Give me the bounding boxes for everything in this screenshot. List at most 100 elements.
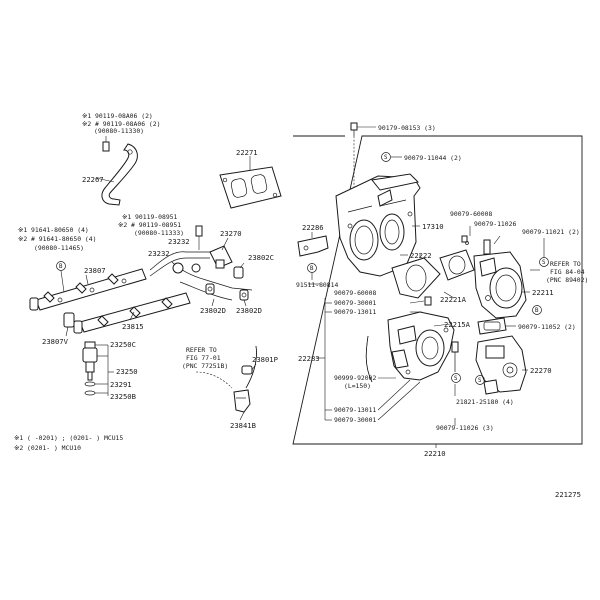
label-refer-to-77: REFER TO	[186, 346, 217, 354]
assembly-frame-22210	[292, 135, 583, 445]
label-90079-13011-lower: 90079-13011	[334, 406, 376, 414]
svg-text:B: B	[535, 308, 539, 314]
bubble-b-rail: B	[56, 261, 66, 293]
label-23250: 23250	[116, 367, 138, 376]
fuel-hose-23801p	[241, 345, 257, 389]
label-23807v: 23807V	[42, 337, 69, 346]
label-note-90080-11465: (90080-11465)	[34, 244, 84, 252]
idle-speed-control-22270	[475, 335, 528, 395]
label-90079-11044: 90079-11044 (2)	[404, 154, 462, 162]
clamp-23841b	[233, 389, 251, 421]
svg-text:S: S	[542, 260, 546, 266]
label-23801p: 23801P	[252, 355, 278, 364]
label-90079-11026-lower: 90079-11026 (3)	[436, 424, 494, 432]
label-90079-11026-top: 90079-11026	[474, 220, 516, 228]
label-23270: 23270	[220, 229, 242, 238]
svg-text:S: S	[384, 155, 388, 161]
label-22270: 22270	[530, 366, 552, 375]
label-fig-77-01: FIG 77-01	[186, 354, 221, 362]
bubble-s-lower: S	[451, 373, 461, 383]
fuel-line-bracket-22267	[95, 136, 138, 206]
label-fig-84-04: FIG 84-04	[550, 268, 585, 276]
label-21821-25180: 21821-25180 (4)	[456, 398, 514, 406]
bolt-90179-08153	[350, 122, 376, 195]
label-23232-lower: 23232	[148, 249, 170, 258]
label-90079-60008-mid: 90079-60008	[334, 289, 376, 297]
fuel-rail-23807	[29, 268, 147, 311]
label-90079-30001-upper: 90079-30001	[334, 299, 376, 307]
label-23232-upper: 23232	[168, 237, 190, 246]
svg-text:B: B	[310, 266, 314, 272]
label-90079-11052: 90079-11052 (2)	[518, 323, 576, 331]
svg-text:S: S	[454, 376, 458, 382]
svg-text:S: S	[478, 378, 482, 384]
throttle-body-lower	[387, 311, 455, 381]
label-refer-to-84: REFER TO	[550, 260, 581, 268]
intake-air-connector-17310	[335, 173, 421, 277]
label-90079-30001-lower: 90079-30001	[334, 416, 376, 424]
label-note-90119-08a06-alt: ※2 # 90119-08A06 (2)	[82, 120, 160, 128]
throttle-body-22211	[473, 239, 530, 319]
svg-text:B: B	[59, 264, 63, 270]
injector-23250	[82, 341, 114, 396]
label-note-90080-11333: (90080-11333)	[134, 229, 184, 237]
label-90999-92002: 90999-92002	[334, 374, 376, 382]
label-23807: 23807	[84, 266, 106, 275]
label-23802d-left: 23802D	[200, 306, 226, 315]
footnote-2: ※2 (0201- ) MCU10	[14, 444, 81, 452]
footnote-1: ※1 ( -0201) ; (0201- ) MCU15	[14, 434, 123, 442]
label-23802c: 23802C	[248, 253, 274, 262]
label-note-91641-80650-alt: ※2 # 91641-80650 (4)	[18, 235, 96, 243]
label-23250b: 23250B	[110, 392, 136, 401]
label-91511-80814: 91511-80814	[296, 281, 338, 289]
fuel-pipe-23232	[149, 225, 253, 301]
label-22211: 22211	[532, 288, 554, 297]
hose-90999-92002	[365, 335, 373, 383]
label-note-90119-08951: ※1 90119-08951	[122, 213, 178, 221]
label-22221a: 22221A	[440, 295, 467, 304]
label-23802d-right: 23802D	[236, 306, 262, 315]
label-90179-08153: 90179-08153 (3)	[378, 124, 436, 132]
label-l-150: (L=150)	[344, 382, 371, 390]
gasket-22215a	[477, 317, 507, 335]
label-pnc-77251b: (PNC 77251B)	[182, 362, 228, 370]
label-22215a: 22215A	[444, 320, 471, 329]
label-note-90080-11330: (90080-11330)	[94, 127, 144, 135]
refer-77-leader	[195, 371, 233, 389]
label-note-91641-80650: ※1 91641-80650 (4)	[18, 226, 89, 234]
bubble-s-isc: S	[475, 375, 485, 385]
label-90079-13011-upper: 90079-13011	[334, 308, 376, 316]
label-22210: 22210	[424, 449, 446, 458]
label-90079-60008-top: 90079-60008	[450, 210, 492, 218]
label-17310: 17310	[422, 222, 444, 231]
damper-23807v	[63, 312, 75, 337]
gasket-22222	[391, 254, 441, 299]
bracket-22286	[297, 232, 329, 257]
part-labels: ※1 90119-08A06 (2) ※2 # 90119-08A06 (2) …	[18, 112, 588, 458]
gasket-22221a-upper	[439, 249, 475, 281]
label-22267: 22267	[82, 175, 104, 184]
label-note-90119-08951-alt: ※2 # 90119-08951	[118, 221, 181, 229]
diagram-id: 221275	[555, 490, 581, 499]
bubble-s-right: S	[539, 257, 549, 267]
union-23802	[205, 262, 249, 307]
label-22222: 22222	[410, 251, 432, 260]
bolt-21821-25180	[451, 341, 459, 372]
label-23841b: 23841B	[230, 421, 256, 430]
leader-lines	[308, 226, 545, 448]
label-note-90119-08a06: ※1 90119-08A06 (2)	[82, 112, 153, 120]
label-90079-11021: 90079-11021 (2)	[522, 228, 580, 236]
bubble-s-top: S	[381, 152, 402, 162]
label-22286: 22286	[302, 223, 324, 232]
label-22283: 22283	[298, 354, 320, 363]
delivery-pipe-23815	[73, 292, 191, 334]
label-pnc-89402: (PNC 89402)	[546, 276, 588, 284]
label-23815: 23815	[122, 322, 144, 331]
label-22271: 22271	[236, 148, 258, 157]
gasket-22271	[219, 156, 282, 209]
label-23250c: 23250C	[110, 340, 136, 349]
stud-90079-60008	[424, 235, 469, 306]
bubble-b-right: B	[532, 305, 542, 315]
